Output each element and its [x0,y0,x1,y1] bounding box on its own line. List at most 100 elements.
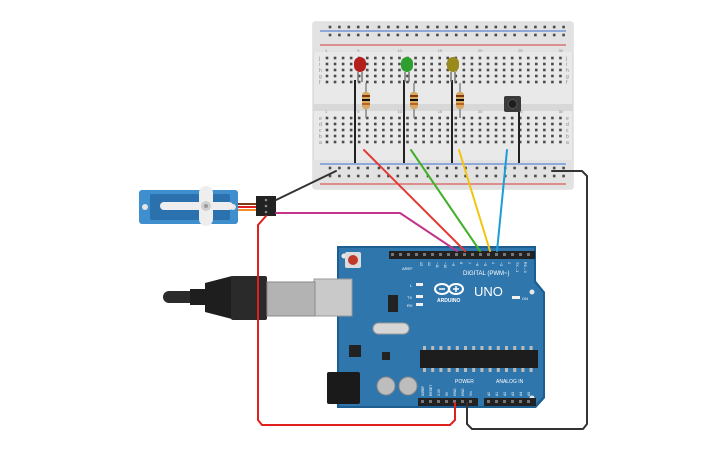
power-rail-hole[interactable] [426,25,430,29]
breadboard-hole[interactable] [341,68,345,72]
power-rail-hole[interactable] [338,25,341,29]
breadboard-hole[interactable] [510,74,514,78]
header-pin[interactable] [431,253,434,256]
breadboard-hole[interactable] [494,128,498,132]
breadboard-hole[interactable] [470,80,474,84]
breadboard-hole[interactable] [559,68,562,72]
breadboard-hole[interactable] [535,134,538,138]
breadboard-hole[interactable] [390,122,393,126]
breadboard-hole[interactable] [486,122,490,126]
breadboard-hole[interactable] [341,140,345,144]
power-rail-hole[interactable] [534,174,537,178]
servo-signal-wire[interactable] [275,212,458,252]
breadboard-hole[interactable] [341,128,345,132]
breadboard-hole[interactable] [551,140,554,144]
breadboard-hole[interactable] [398,56,401,60]
breadboard-hole[interactable] [438,68,441,72]
breadboard-hole[interactable] [349,62,353,66]
green-led[interactable] [401,57,413,82]
power-rail-hole[interactable] [494,166,498,170]
breadboard-hole[interactable] [535,140,538,144]
breadboard-hole[interactable] [325,134,329,138]
breadboard-hole[interactable] [502,80,506,84]
breadboard-hole[interactable] [494,68,498,72]
breadboard-hole[interactable] [382,134,385,138]
breadboard-hole[interactable] [543,74,546,78]
breadboard-hole[interactable] [510,56,514,60]
breadboard-hole[interactable] [357,128,361,132]
breadboard-hole[interactable] [559,134,562,138]
power-rail-hole[interactable] [366,174,369,178]
breadboard-hole[interactable] [390,62,393,66]
breadboard-hole[interactable] [365,80,369,84]
header-pin[interactable] [511,253,514,256]
breadboard-hole[interactable] [414,80,417,84]
breadboard-hole[interactable] [349,80,353,84]
power-rail-hole[interactable] [552,33,556,37]
header-pin[interactable] [421,400,424,403]
power-rail-hole[interactable] [328,33,332,37]
breadboard-hole[interactable] [325,116,329,120]
breadboard-hole[interactable] [462,80,466,84]
breadboard-hole[interactable] [325,56,329,60]
breadboard-hole[interactable] [365,128,369,132]
breadboard-hole[interactable] [486,116,490,120]
power-rail-hole[interactable] [503,33,507,37]
power-rail-hole[interactable] [415,174,418,178]
power-rail-hole[interactable] [377,166,381,170]
breadboard-hole[interactable] [382,56,385,60]
breadboard-hole[interactable] [390,116,393,120]
breadboard-hole[interactable] [398,74,401,78]
power-rail-hole[interactable] [513,33,516,37]
power-rail-hole[interactable] [387,25,390,29]
red-led[interactable] [354,57,366,82]
breadboard-hole[interactable] [325,80,329,84]
breadboard-hole[interactable] [543,62,546,66]
breadboard-hole[interactable] [551,56,554,60]
breadboard-hole[interactable] [543,140,546,144]
breadboard-hole[interactable] [374,62,377,66]
breadboard-hole[interactable] [559,62,562,66]
power-rail-hole[interactable] [464,33,467,37]
header-pin[interactable] [495,253,498,256]
breadboard-hole[interactable] [430,68,433,72]
yellow-led[interactable] [447,57,459,82]
breadboard-hole[interactable] [422,68,425,72]
power-rail-hole[interactable] [328,174,332,178]
power-rail-hole[interactable] [562,33,565,37]
breadboard-hole[interactable] [382,74,385,78]
breadboard-hole[interactable] [398,134,401,138]
breadboard-hole[interactable] [526,134,530,138]
breadboard-hole[interactable] [341,116,345,120]
breadboard-hole[interactable] [510,140,514,144]
breadboard-hole[interactable] [341,74,345,78]
breadboard-hole[interactable] [470,62,474,66]
power-rail-hole[interactable] [387,174,390,178]
red-led-wire[interactable] [363,149,466,252]
power-rail-hole[interactable] [552,25,556,29]
power-rail-hole[interactable] [445,25,449,29]
power-rail-hole[interactable] [356,166,360,170]
breadboard-hole[interactable] [430,80,433,84]
breadboard-hole[interactable] [502,62,506,66]
breadboard-hole[interactable] [357,80,361,84]
breadboard-hole[interactable] [462,116,466,120]
breadboard-hole[interactable] [551,116,554,120]
breadboard-hole[interactable] [518,74,522,78]
power-rail-hole[interactable] [464,174,467,178]
resistor-3[interactable] [456,83,464,118]
power-rail-hole[interactable] [552,174,556,178]
power-rail-hole[interactable] [475,166,479,170]
header-pin[interactable] [527,400,530,403]
breadboard-hole[interactable] [446,134,450,138]
breadboard-hole[interactable] [430,56,433,60]
power-rail-hole[interactable] [485,25,488,29]
breadboard-hole[interactable] [478,116,482,120]
servo-motor[interactable] [139,186,276,226]
power-rail-hole[interactable] [415,25,418,29]
breadboard-hole[interactable] [543,68,546,72]
header-pin[interactable] [415,253,418,256]
breadboard-hole[interactable] [382,122,385,126]
header-pin[interactable] [445,400,448,403]
breadboard-hole[interactable] [438,74,441,78]
